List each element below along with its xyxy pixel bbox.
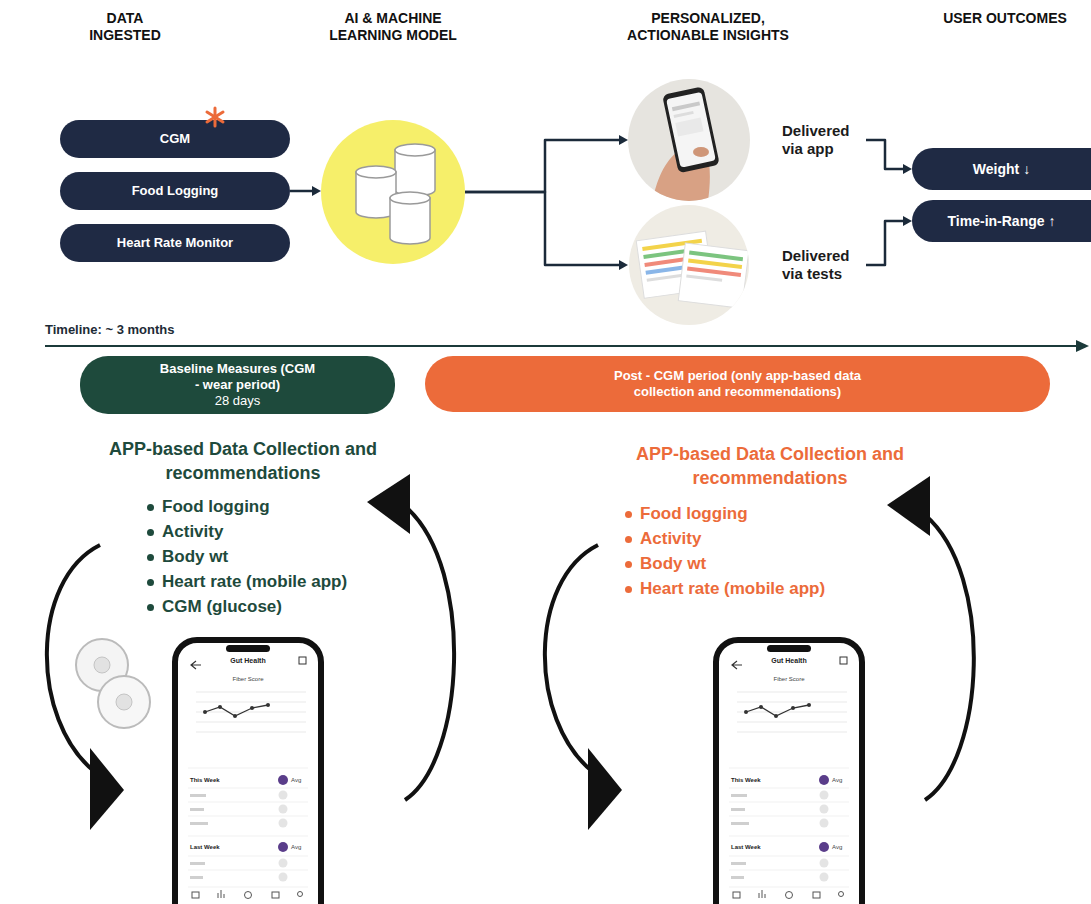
flow-arrow: [866, 216, 912, 265]
bullet-item: Heart rate (mobile app): [162, 571, 347, 593]
bullet-dot: [147, 554, 154, 561]
node-text: Baseline Measures (CGM - wear period): [158, 361, 318, 393]
period-band: Baseline Measures (CGM - wear period)28 …: [80, 356, 395, 414]
period-band: Post - CGM period (only app-based data c…: [425, 356, 1050, 412]
data-source-pill: Heart Rate Monitor: [60, 224, 290, 262]
bullet-item: CGM (glucose): [162, 596, 282, 618]
connector-line: [290, 190, 313, 193]
flow-arrow: [866, 140, 912, 174]
bullet-dot: [147, 529, 154, 536]
outcome-pill: Time-in-Range ↑: [912, 200, 1091, 242]
timeline-arrow: [45, 340, 1089, 352]
screen-title: Gut Health: [208, 656, 288, 665]
bullet-item: Body wt: [640, 553, 706, 575]
node-text: Delivered via tests: [782, 247, 856, 283]
screen-text: Last Week: [731, 843, 761, 851]
node-text: Time-in-Range ↑: [948, 213, 1056, 230]
bullet-item: Activity: [162, 521, 223, 543]
bullet-dot: [625, 586, 632, 593]
bullet-item: Body wt: [162, 546, 228, 568]
connector-line: [866, 221, 904, 265]
bullet-item: Activity: [640, 528, 701, 550]
bullet-item: Food logging: [162, 496, 270, 518]
column-heading: DATA INGESTED: [70, 10, 180, 44]
bullet-dot: [147, 504, 154, 511]
bullet-dot: [147, 604, 154, 611]
screen-text: Last Week: [190, 843, 220, 851]
node-text: Post - CGM period (only app-based data c…: [588, 368, 888, 400]
bullet-dot: [625, 511, 632, 518]
screen-text: Avg: [291, 776, 301, 784]
connector-line: [465, 140, 620, 192]
node-text: Weight ↓: [973, 161, 1030, 178]
connector-line: [866, 140, 904, 169]
screen-title: Gut Health: [749, 656, 829, 665]
column-heading: PERSONALIZED, ACTIONABLE INSIGHTS: [613, 10, 803, 44]
data-source-pill: CGM: [60, 120, 290, 158]
node-text: Heart Rate Monitor: [117, 235, 233, 251]
node-text: CGM: [160, 131, 190, 147]
screen-text: This Week: [731, 776, 761, 784]
node-text: 28 days: [215, 393, 261, 409]
data-source-pill: Food Logging: [60, 172, 290, 210]
section-heading: APP-based Data Collection and recommenda…: [68, 437, 418, 485]
screen-text: Avg: [832, 843, 842, 851]
node-text: Delivered via app: [782, 122, 856, 158]
phone-mockup: [716, 640, 862, 904]
bullet-dot: [147, 579, 154, 586]
arrowhead: [903, 164, 912, 174]
phone-mockup: [175, 640, 321, 904]
connector-line: [465, 192, 620, 265]
arrowhead: [312, 186, 321, 196]
outcome-pill: Weight ↓: [912, 148, 1091, 190]
model-circle: AI & MACHINE LEARNING MODEL: [321, 120, 465, 264]
flow-arrow: [465, 192, 628, 270]
bullet-item: Food logging: [640, 503, 748, 525]
bullet-item: Heart rate (mobile app): [640, 578, 825, 600]
node-text: Food Logging: [132, 183, 219, 199]
flow-arrow: [465, 135, 628, 192]
bullet-dot: [625, 561, 632, 568]
screen-text: Avg: [291, 843, 301, 851]
flow-arrow: [290, 186, 321, 196]
cgm-sensor: [76, 639, 150, 728]
section-heading: APP-based Data Collection and recommenda…: [590, 442, 950, 490]
node-heading: AI & MACHINE LEARNING MODEL: [313, 10, 473, 44]
delivery-item: Delivered via app: [628, 79, 866, 201]
column-heading: USER OUTCOMES: [925, 10, 1085, 27]
arrowhead: [619, 135, 628, 145]
app-photo: [628, 79, 750, 215]
asterisk: [207, 108, 223, 126]
screen-text: Avg: [832, 776, 842, 784]
database-icon: [356, 144, 435, 244]
screen-text: Fiber Score: [749, 675, 829, 683]
screen-text: Fiber Score: [208, 675, 288, 683]
screen-text: This Week: [190, 776, 220, 784]
arrowhead: [619, 260, 628, 270]
timeline-label: Timeline: ~ 3 months: [45, 322, 174, 338]
delivery-item: Delivered via tests: [628, 204, 866, 326]
arrowhead: [903, 216, 912, 226]
bullet-dot: [625, 536, 632, 543]
tests-photo: [629, 205, 749, 325]
